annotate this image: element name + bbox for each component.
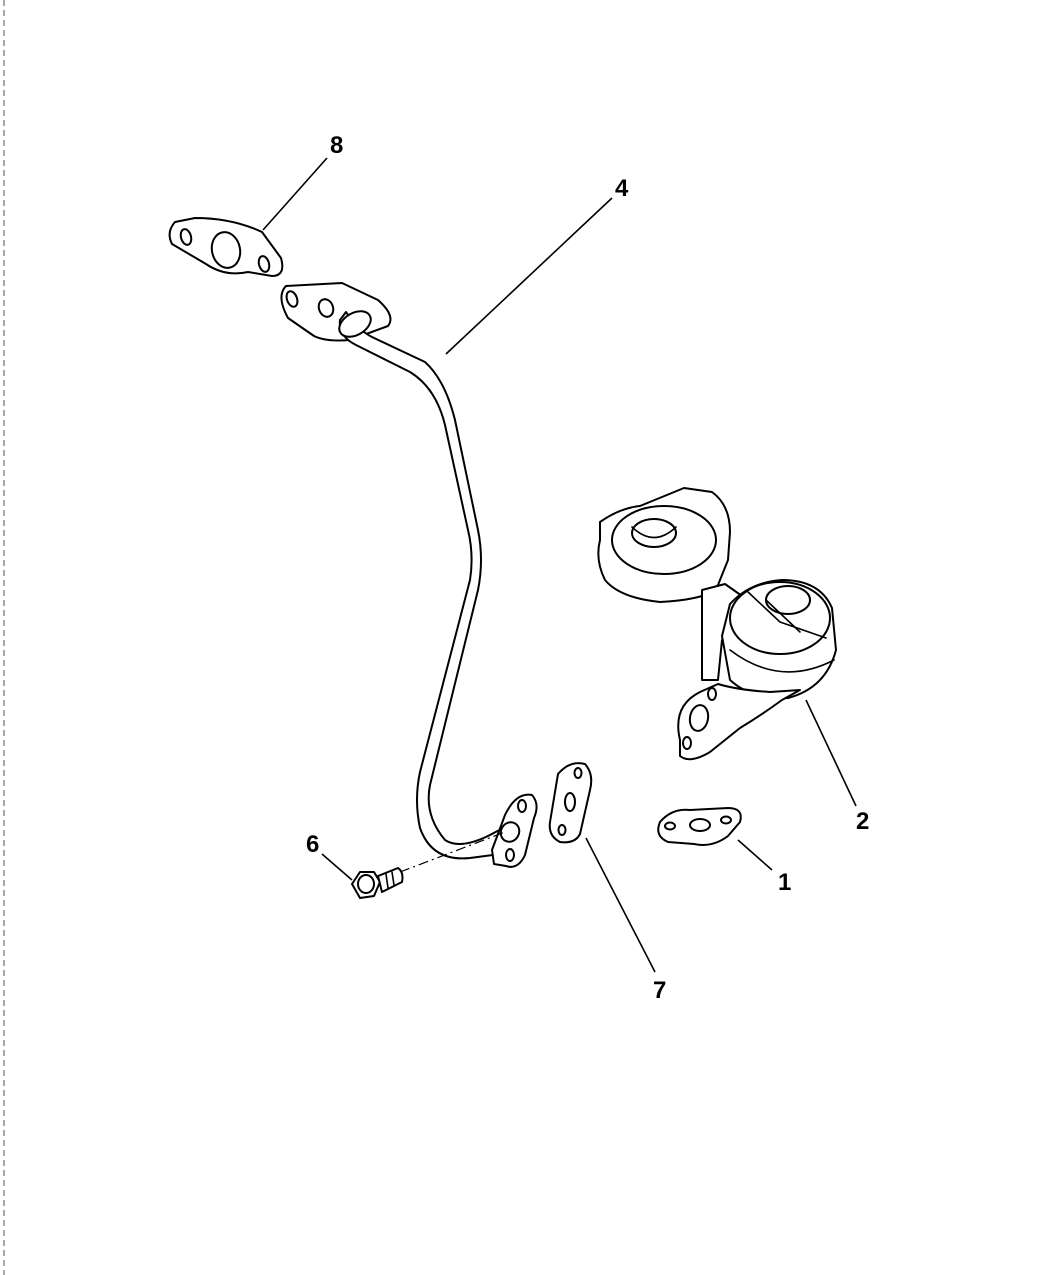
leader-line-1 [737,839,773,871]
leader-line-2 [805,699,857,807]
bolt-part-6 [351,867,404,899]
gasket-part-1 [657,807,742,846]
leader-line-6 [321,853,353,881]
leader-line-8 [585,837,656,973]
callout-6: 6 [306,831,319,858]
callout-7: 8 [330,132,343,159]
valve-assembly-part-2 [597,487,837,761]
tube-part-4 [280,282,538,868]
leader-line-4 [445,197,613,355]
callout-8: 7 [653,977,666,1004]
gasket-part-8 [548,762,593,844]
gasket-part-7 [168,217,284,277]
callout-1: 1 [778,869,791,896]
callout-4: 4 [615,175,629,202]
callout-2: 2 [856,808,869,835]
leader-line-7 [262,157,328,231]
